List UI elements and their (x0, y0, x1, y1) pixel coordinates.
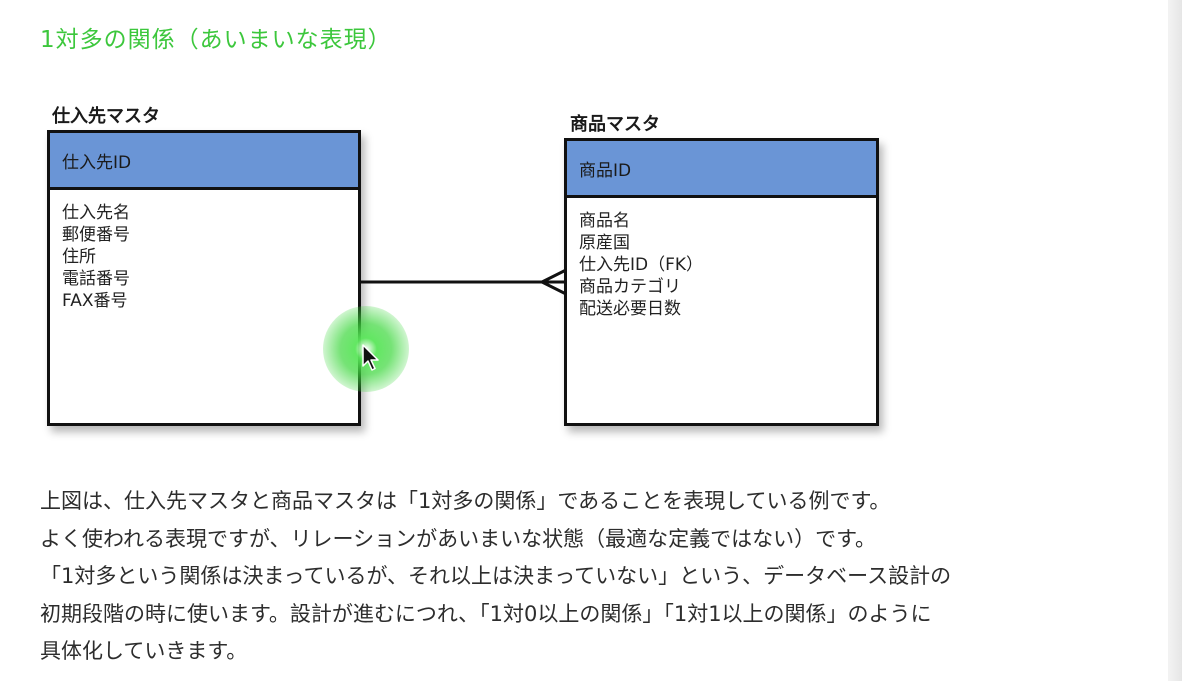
supplier-attribute: 電話番号 (62, 269, 130, 289)
product-attribute: 配送必要日数 (579, 299, 681, 319)
window-edge (1168, 0, 1182, 681)
product-attribute: 仕入先ID（FK） (579, 255, 704, 275)
supplier-attribute: 仕入先名 (62, 203, 130, 223)
description-line: 具体化していきます。 (40, 639, 248, 663)
supplier-attribute: FAX番号 (62, 291, 128, 311)
supplier-primary-key: 仕入先ID (50, 133, 358, 190)
crows-foot-upper (541, 268, 567, 284)
product-primary-key: 商品ID (567, 141, 876, 198)
product-entity-label: 商品マスタ (570, 114, 660, 135)
supplier-attribute: 住所 (62, 247, 96, 267)
product-attribute: 商品カテゴリ (579, 277, 681, 297)
product-entity: 商品ID 商品名 原産国 仕入先ID（FK） 商品カテゴリ 配送必要日数 (564, 138, 879, 426)
supplier-entity: 仕入先ID 仕入先名 郵便番号 住所 電話番号 FAX番号 (47, 130, 361, 426)
mouse-pointer-icon (362, 344, 379, 371)
supplier-attributes: 仕入先名 郵便番号 住所 電話番号 FAX番号 (50, 190, 358, 312)
description-line: 初期段階の時に使います。設計が進むにつれ、「1対0以上の関係」「1対1以上の関係… (40, 601, 932, 626)
description-line: 「1対多という関係は決まっているが、それ以上は決まっていない」という、データベー… (40, 564, 952, 588)
description-line: よく使われる表現ですが、リレーションがあいまいな状態（最適な定義ではない）です。 (40, 526, 877, 551)
product-attribute: 原産国 (579, 233, 630, 253)
page-title: 1対多の関係（あいまいな表現） (40, 27, 392, 53)
product-attribute: 商品名 (579, 211, 630, 231)
description: 上図は、仕入先マスタと商品マスタは「1対多の関係」であることを表現している例です… (40, 483, 1175, 671)
product-attributes: 商品名 原産国 仕入先ID（FK） 商品カテゴリ 配送必要日数 (567, 198, 876, 320)
supplier-attribute: 郵便番号 (62, 225, 130, 245)
supplier-entity-label: 仕入先マスタ (52, 106, 160, 127)
crows-foot-lower (541, 280, 567, 296)
description-line: 上図は、仕入先マスタと商品マスタは「1対多の関係」であることを表現している例です… (40, 489, 891, 513)
